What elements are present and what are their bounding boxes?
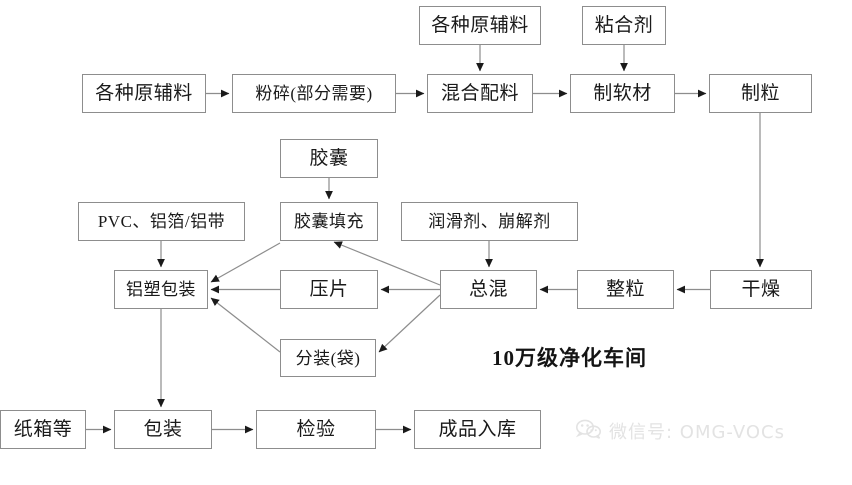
node-inspection[interactable]: 检验 bbox=[256, 410, 376, 449]
edge-capsulefilling-to-aluplastic bbox=[210, 242, 281, 283]
node-binder[interactable]: 粘合剂 bbox=[582, 6, 666, 45]
edge-subpackaging-to-aluplastic bbox=[210, 297, 281, 353]
node-particle-sizing[interactable]: 整粒 bbox=[577, 270, 674, 309]
node-label: 包装 bbox=[143, 419, 183, 440]
edge-totalblending-to-subpackaging bbox=[378, 294, 441, 353]
node-alu-plastic-packaging[interactable]: 铝塑包装 bbox=[114, 270, 208, 309]
watermark-text: 微信号: OMG-VOCs bbox=[609, 422, 785, 443]
node-tableting[interactable]: 压片 bbox=[280, 270, 378, 309]
node-capsule-filling[interactable]: 胶囊填充 bbox=[280, 202, 378, 241]
node-soft-material[interactable]: 制软材 bbox=[570, 74, 675, 113]
node-capsule[interactable]: 胶囊 bbox=[280, 139, 378, 178]
node-finished-goods-warehouse[interactable]: 成品入库 bbox=[414, 410, 541, 449]
node-crushing[interactable]: 粉碎(部分需要) bbox=[232, 74, 396, 113]
node-label: 成品入库 bbox=[438, 419, 517, 440]
node-label: 各种原辅料 bbox=[431, 15, 529, 36]
node-mixing-ingredients[interactable]: 混合配料 bbox=[427, 74, 533, 113]
node-label: 干燥 bbox=[741, 279, 781, 300]
watermark: 微信号: OMG-VOCs bbox=[575, 418, 785, 444]
node-raw-materials-2[interactable]: 各种原辅料 bbox=[419, 6, 541, 45]
cleanroom-annotation-text: 10万级净化车间 bbox=[492, 346, 647, 370]
node-subpackaging-bag[interactable]: 分装(袋) bbox=[280, 339, 376, 377]
node-label: 制软材 bbox=[593, 83, 652, 104]
node-label: 纸箱等 bbox=[13, 419, 73, 440]
node-label: PVC、铝箔/铝带 bbox=[97, 212, 226, 231]
node-label: 胶囊填充 bbox=[294, 212, 364, 231]
node-label: 铝塑包装 bbox=[126, 280, 196, 299]
node-label: 各种原辅料 bbox=[95, 83, 193, 104]
node-pvc-foil[interactable]: PVC、铝箔/铝带 bbox=[78, 202, 245, 241]
wechat-icon bbox=[575, 419, 602, 444]
node-cartons[interactable]: 纸箱等 bbox=[0, 410, 86, 449]
node-label: 混合配料 bbox=[440, 83, 519, 104]
node-label: 粘合剂 bbox=[594, 15, 654, 36]
node-raw-materials-1[interactable]: 各种原辅料 bbox=[82, 74, 206, 113]
node-label: 胶囊 bbox=[309, 148, 349, 169]
node-label: 压片 bbox=[309, 279, 349, 300]
node-lubricant-disintegrant[interactable]: 润滑剂、崩解剂 bbox=[401, 202, 578, 241]
node-drying[interactable]: 干燥 bbox=[710, 270, 812, 309]
node-label: 制粒 bbox=[740, 83, 780, 104]
node-label: 润滑剂、崩解剂 bbox=[428, 212, 551, 231]
node-label: 分装(袋) bbox=[295, 348, 361, 368]
node-packaging[interactable]: 包装 bbox=[114, 410, 212, 449]
node-total-blending[interactable]: 总混 bbox=[440, 270, 537, 309]
cleanroom-annotation: 10万级净化车间 bbox=[492, 342, 647, 372]
node-granulation[interactable]: 制粒 bbox=[709, 74, 812, 113]
node-label: 粉碎(部分需要) bbox=[255, 84, 373, 103]
node-label: 整粒 bbox=[605, 279, 645, 300]
node-label: 检验 bbox=[296, 419, 336, 440]
node-label: 总混 bbox=[468, 279, 508, 300]
